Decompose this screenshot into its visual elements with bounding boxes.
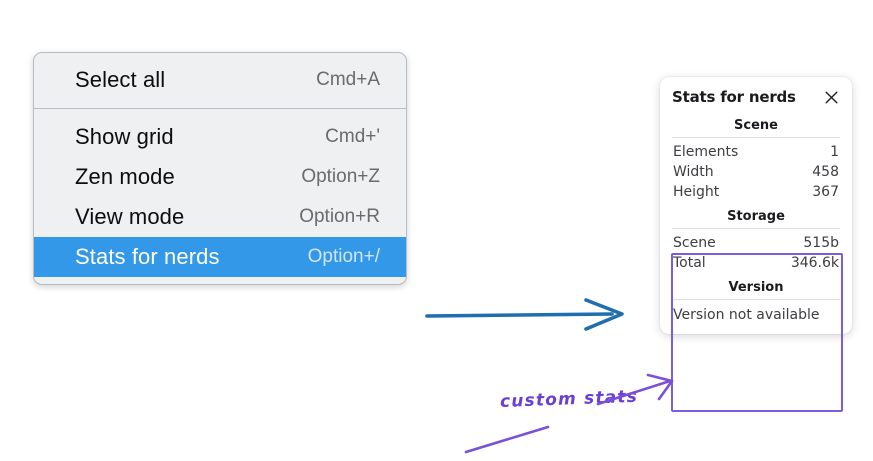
menu-item-shortcut: Option+/ xyxy=(307,246,380,267)
menu-item-shortcut: Cmd+A xyxy=(316,69,380,90)
stat-value: 515b xyxy=(803,235,839,251)
section-title-version: Version xyxy=(728,280,784,295)
menu-item-show-grid[interactable]: Show grid Cmd+' xyxy=(34,117,406,157)
menu-item-label: Show grid xyxy=(75,124,174,149)
menu-item-label: View mode xyxy=(75,204,185,229)
menu-item-select-all[interactable]: Select all Cmd+A xyxy=(34,60,406,100)
menu-item-shortcut: Option+R xyxy=(299,206,380,227)
section-divider xyxy=(672,228,840,229)
section-divider xyxy=(672,299,840,300)
stat-value: 346.6k xyxy=(790,255,839,271)
purple-arrow-underline xyxy=(464,425,550,454)
menu-item-shortcut: Option+Z xyxy=(301,166,380,187)
stat-key: Scene xyxy=(673,235,716,251)
section-divider xyxy=(672,137,840,138)
menu-group-2: Show grid Cmd+' Zen mode Option+Z View m… xyxy=(34,117,406,277)
stat-row-height: Height 367 xyxy=(670,182,842,202)
menu-item-view-mode[interactable]: View mode Option+R xyxy=(34,197,406,237)
stats-for-nerds-panel: Stats for nerds Scene Elements 1 Width 4… xyxy=(660,77,852,334)
stat-key: Elements xyxy=(673,144,739,160)
section-title-storage: Storage xyxy=(727,209,785,224)
annotation-label-custom-stats: custom stats xyxy=(499,386,639,412)
menu-item-label: Select all xyxy=(75,67,166,92)
stat-key: Total xyxy=(673,255,706,271)
close-icon[interactable] xyxy=(823,89,840,106)
menu-separator xyxy=(34,108,406,109)
stat-row-elements: Elements 1 xyxy=(670,142,842,162)
menu-item-label: Zen mode xyxy=(75,164,175,189)
stat-key: Width xyxy=(673,164,714,180)
context-menu[interactable]: Select all Cmd+A Show grid Cmd+' Zen mod… xyxy=(33,52,407,285)
stat-value: 458 xyxy=(812,164,839,180)
section-title-scene: Scene xyxy=(734,118,778,133)
stat-row-storage-total: Total 346.6k xyxy=(670,253,842,273)
version-not-available-text: Version not available xyxy=(673,307,820,323)
menu-group-1: Select all Cmd+A xyxy=(34,60,406,100)
menu-item-zen-mode[interactable]: Zen mode Option+Z xyxy=(34,157,406,197)
stats-panel-header: Stats for nerds xyxy=(670,86,842,106)
stat-value: 367 xyxy=(812,184,839,200)
stat-key: Height xyxy=(673,184,720,200)
stats-panel-title: Stats for nerds xyxy=(672,88,796,106)
blue-arrow xyxy=(425,298,624,331)
menu-item-label: Stats for nerds xyxy=(75,244,220,269)
menu-item-stats-for-nerds[interactable]: Stats for nerds Option+/ xyxy=(34,237,406,277)
menu-item-shortcut: Cmd+' xyxy=(325,126,380,147)
stat-row-width: Width 458 xyxy=(670,162,842,182)
stat-row-storage-scene: Scene 515b xyxy=(670,233,842,253)
stat-value: 1 xyxy=(830,144,839,160)
